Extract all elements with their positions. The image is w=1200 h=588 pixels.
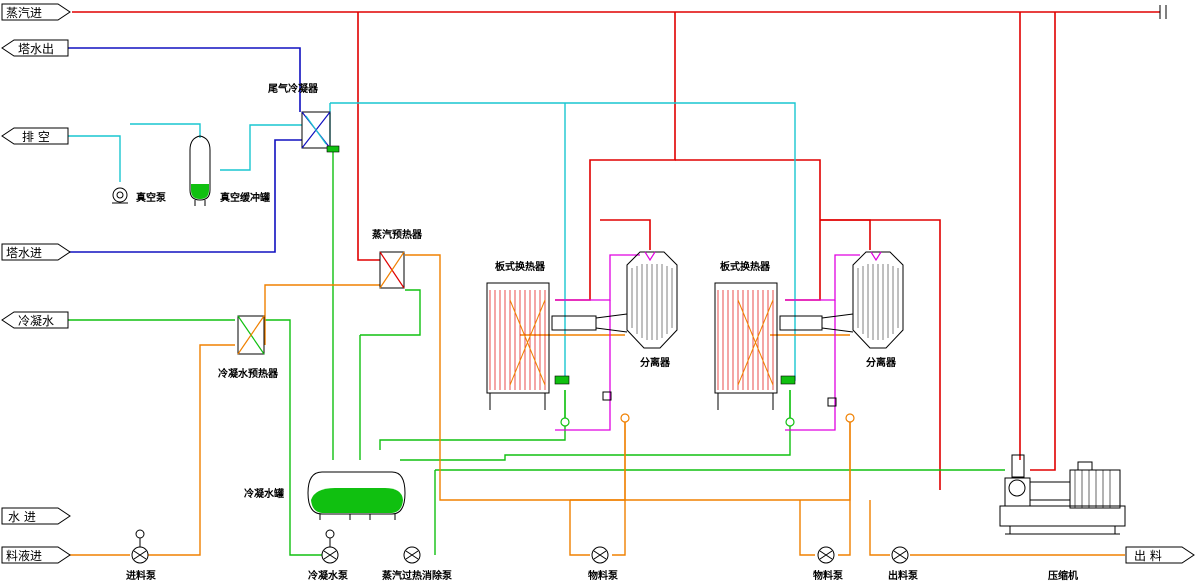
- discharge-pump: 出料泵: [888, 546, 919, 582]
- tag-steam-in: 蒸汽进: [1, 3, 71, 21]
- trap-1: [554, 375, 570, 385]
- svg-text:塔水出: 塔水出: [18, 42, 54, 56]
- svg-text:真空泵: 真空泵: [136, 191, 167, 204]
- svg-text:板式换热器: 板式换热器: [720, 260, 771, 273]
- svg-text:分离器: 分离器: [866, 356, 897, 369]
- svg-text:冷凝水预热器: 冷凝水预热器: [218, 367, 279, 380]
- svg-text:蒸汽过热消除泵: 蒸汽过热消除泵: [382, 569, 453, 582]
- svg-text:料液进: 料液进: [6, 548, 42, 563]
- vent-pipes: [68, 102, 796, 381]
- condensate-tank: 冷凝水罐: [244, 471, 406, 520]
- svg-text:板式换热器: 板式换热器: [495, 260, 546, 273]
- tag-tower-water-out: 塔水出: [1, 39, 69, 57]
- tag-vent: 排 空: [1, 127, 69, 145]
- desuperheat-pump: 蒸汽过热消除泵: [382, 546, 453, 582]
- tower-water-pipes: [68, 47, 302, 253]
- svg-text:出料泵: 出料泵: [888, 569, 919, 582]
- trap-2: [780, 375, 796, 385]
- svg-text:冷凝水罐: 冷凝水罐: [244, 487, 284, 500]
- plate-exchanger-2: 板式换热器: [714, 260, 778, 410]
- svg-text:水 进: 水 进: [8, 510, 36, 524]
- svg-text:分离器: 分离器: [640, 356, 671, 369]
- svg-text:蒸汽预热器: 蒸汽预热器: [372, 228, 423, 241]
- instruments: [560, 391, 855, 427]
- svg-text:压缩机: 压缩机: [1048, 569, 1078, 582]
- plate-exchanger-1: 板式换热器: [486, 260, 550, 410]
- svg-text:进料泵: 进料泵: [126, 569, 157, 582]
- tag-tower-water-in: 塔水进: [1, 243, 71, 261]
- svg-text:物料泵: 物料泵: [588, 569, 619, 582]
- steam-pipes: [72, 5, 1167, 490]
- svg-text:塔水进: 塔水进: [6, 246, 42, 260]
- tag-condensate-water: 冷凝水: [1, 311, 69, 329]
- svg-text:出 料: 出 料: [1134, 549, 1162, 563]
- compressor: 压缩机: [999, 454, 1126, 582]
- vapor-pipes: [555, 254, 860, 431]
- svg-text:冷凝水泵: 冷凝水泵: [308, 569, 349, 582]
- separator-1: 分离器: [551, 251, 678, 369]
- tag-water-in: 水 进: [1, 507, 71, 525]
- svg-text:排 空: 排 空: [22, 130, 50, 144]
- material-pump-2: 物料泵: [813, 546, 844, 582]
- svg-text:真空缓冲罐: 真空缓冲罐: [220, 191, 270, 204]
- material-pump-1: 物料泵: [588, 546, 619, 582]
- svg-text:冷凝水: 冷凝水: [18, 313, 54, 328]
- condensate-preheater: 冷凝水预热器: [218, 315, 279, 380]
- tag-product-out: 出 料: [1125, 546, 1195, 564]
- steam-preheater: 蒸汽预热器: [372, 228, 423, 289]
- feed-pump: 进料泵: [126, 529, 157, 582]
- tag-feed-in: 料液进: [1, 546, 71, 564]
- vacuum-buffer-tank: 真空缓冲罐: [189, 135, 270, 206]
- condensate-pipes: [68, 150, 1005, 556]
- svg-text:物料泵: 物料泵: [813, 569, 844, 582]
- svg-text:蒸汽进: 蒸汽进: [6, 5, 42, 20]
- condensate-pump: 冷凝水泵: [308, 529, 349, 582]
- separator-2: 分离器: [779, 251, 904, 369]
- tail-gas-condenser: 尾气冷凝器: [268, 82, 340, 153]
- feed-pipes: [68, 254, 1125, 556]
- svg-text:尾气冷凝器: 尾气冷凝器: [268, 82, 319, 95]
- vacuum-pump: 真空泵: [112, 187, 167, 204]
